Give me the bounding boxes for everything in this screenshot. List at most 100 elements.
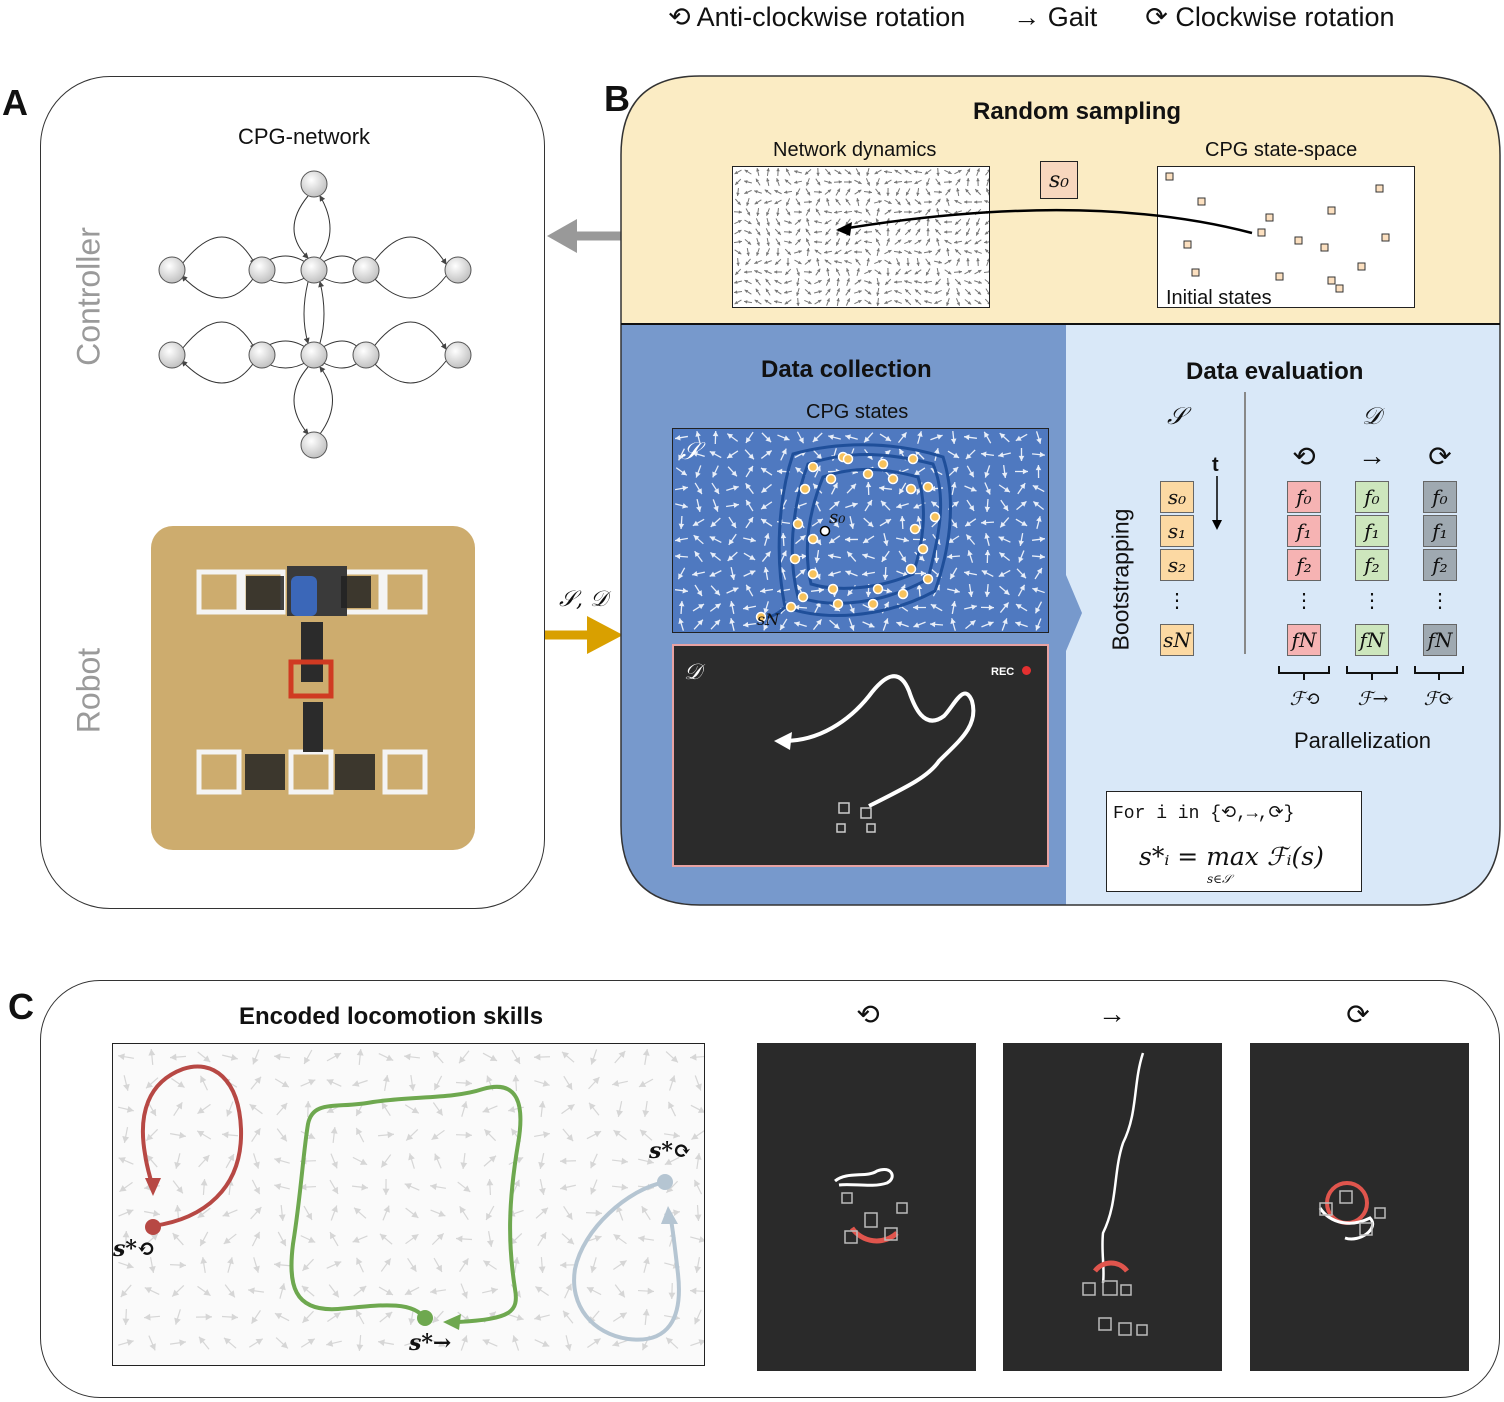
field-arrow-head (1015, 621, 1022, 627)
field-arrow-head (333, 1053, 342, 1060)
field-arrow-head (976, 168, 980, 172)
field-arrow-head (761, 487, 768, 493)
field-arrow-head (301, 1285, 309, 1293)
field-arrow-head (385, 1312, 393, 1319)
field-arrow-head (785, 271, 789, 275)
S-field-symbol: 𝒮 (681, 437, 700, 465)
field-arrow-head (984, 591, 991, 597)
field-arrow-head (905, 299, 909, 303)
field-arrow-head (936, 172, 940, 176)
field-arrow-head (669, 1075, 676, 1083)
field-arrow-head (760, 587, 766, 594)
field-arrow-head (886, 588, 892, 594)
field-arrow-head (781, 550, 787, 557)
field-arrow-head (818, 190, 822, 194)
field-arrow-head (867, 291, 872, 295)
field-arrow-head (967, 550, 973, 557)
field-arrow-head (917, 431, 923, 437)
panel-a-label: A (2, 82, 28, 123)
field-arrow-head (948, 170, 952, 174)
field-arrow-head (781, 448, 787, 455)
field-arrow-head (944, 240, 949, 244)
field-arrow-head (612, 1340, 620, 1347)
field-arrow-head (984, 550, 991, 556)
field-arrow-head (122, 1231, 130, 1238)
field-arrow-head (542, 1080, 550, 1087)
field-arrow-head (203, 1055, 211, 1062)
field-arrow-head (150, 1233, 158, 1241)
field-arrow-head (914, 180, 919, 184)
field-arrow-head (567, 1104, 575, 1111)
field-arrow-head (774, 190, 778, 194)
field-arrow-head (899, 448, 905, 455)
field-arrow-head (937, 198, 941, 203)
field-arrow-head (280, 1341, 288, 1349)
field-arrow-head (228, 1290, 235, 1298)
field-arrow-head (903, 537, 909, 543)
field-arrow-head (899, 488, 905, 495)
field-arrow-head (926, 271, 930, 276)
field-arrow-head (670, 1055, 678, 1063)
field-arrow-head (796, 272, 800, 276)
field-arrow-head (698, 1236, 706, 1243)
field-arrow-head (456, 1235, 463, 1243)
field-arrow-head (690, 1287, 697, 1295)
parallelization-label: Parallelization (1294, 728, 1431, 753)
field-arrow-head (965, 520, 971, 527)
field-arrow-head (356, 1127, 363, 1136)
field-arrow-head (776, 178, 780, 182)
field-arrow-head (950, 618, 956, 624)
field-arrow-head (904, 270, 909, 275)
field-arrow-head (1032, 485, 1039, 491)
field-arrow-head (936, 434, 943, 440)
field-arrow-head (381, 1160, 388, 1168)
field-arrow-head (957, 281, 961, 285)
robot-label: Robot (70, 647, 107, 734)
field-arrow-head (787, 251, 791, 255)
field-arrow-head (766, 242, 770, 246)
anticlockwise-photo (757, 1043, 976, 1371)
field-arrow-head (747, 465, 753, 472)
field-arrow-head (956, 188, 960, 192)
field-arrow-head (938, 260, 942, 264)
field-arrow-head (766, 212, 770, 216)
field-arrow-head (754, 270, 758, 274)
field-arrow-head (765, 278, 769, 283)
field-arrow (983, 270, 993, 274)
field-arrow-head (774, 200, 779, 204)
field-arrow-head (976, 232, 980, 236)
field-arrow-head (461, 1335, 468, 1343)
field-arrow-head (950, 601, 957, 607)
field-arrow-head (876, 302, 880, 306)
field-arrow-head (743, 621, 749, 628)
field-arrow-head (764, 533, 770, 539)
field-arrow-head (383, 1205, 390, 1213)
field-arrow-head (222, 1210, 230, 1217)
field-arrow-head (816, 453, 823, 460)
field-arrow-head (845, 434, 851, 440)
field-arrow-head (956, 292, 960, 296)
field-arrow-head (747, 241, 752, 245)
field-arrow-head (806, 218, 810, 222)
field-arrow-head (692, 571, 698, 577)
field-arrow-head (865, 208, 869, 213)
field-arrow-head (865, 591, 872, 597)
field-arrow-head (894, 290, 898, 294)
field-arrow-head (1036, 437, 1042, 444)
field-arrow-head (808, 200, 812, 204)
field-arrow-head (490, 1287, 498, 1294)
field-arrow-head (916, 584, 923, 590)
f-cell-clockwise: f₀ (1423, 481, 1457, 513)
cpg-network-title: CPG-network (238, 124, 371, 149)
field-arrow-head (673, 1209, 680, 1217)
field-arrow-head (1002, 618, 1008, 625)
field-arrow-head (387, 1131, 394, 1139)
field-arrow-head (794, 621, 801, 627)
field-arrow-head (356, 1309, 363, 1318)
field-arrow-head (816, 198, 820, 203)
field-arrow-head (223, 1237, 231, 1244)
field-arrow-head (867, 521, 874, 527)
field-arrow-head (668, 1292, 676, 1299)
field-arrow-head (946, 282, 950, 286)
field-arrow-head (460, 1162, 468, 1169)
